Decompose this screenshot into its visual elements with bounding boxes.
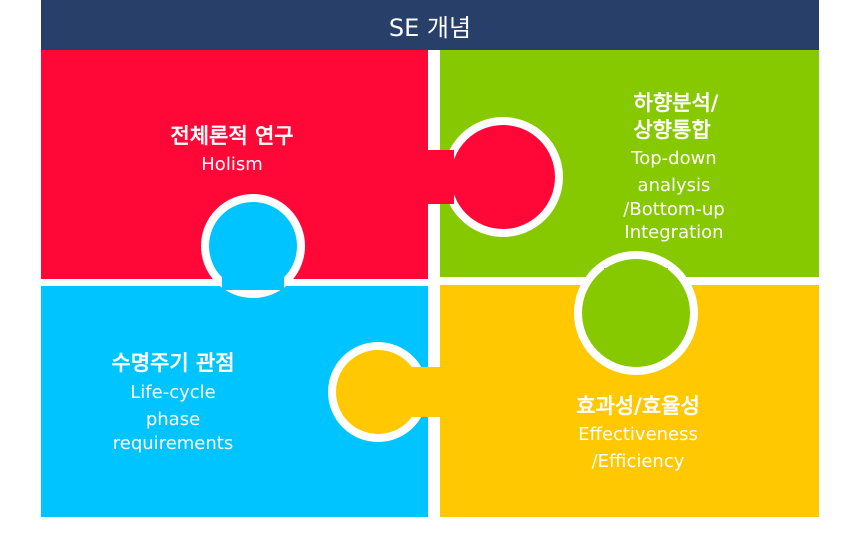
- topdown-english-2: analysis: [637, 175, 711, 196]
- topdown-english-1: Top-down: [631, 148, 717, 169]
- topdown-english-3: /Bottom-up: [623, 199, 725, 220]
- topdown-korean-1: 하향분석/: [633, 91, 719, 115]
- knob-red: [443, 117, 563, 237]
- lifecycle-english-3: requirements: [112, 433, 234, 454]
- effectiveness-english-1: Effectiveness: [578, 424, 698, 445]
- topdown-english-4: Integration: [624, 222, 724, 243]
- lifecycle-english-1: Life-cycle: [130, 382, 216, 403]
- diagram-title-bar: SE 개념: [41, 0, 819, 50]
- holism-korean: 전체론적 연구: [170, 124, 294, 148]
- diagram-title: SE 개념: [388, 13, 472, 42]
- topdown-korean-2: 상향통합: [633, 118, 711, 142]
- lifecycle-korean: 수명주기 관점: [111, 351, 235, 375]
- effectiveness-english-2: /Efficiency: [591, 451, 685, 472]
- lifecycle-english-2: phase: [145, 409, 201, 430]
- holism-english: Holism: [201, 154, 263, 175]
- effectiveness-korean: 효과성/효율성: [576, 394, 700, 418]
